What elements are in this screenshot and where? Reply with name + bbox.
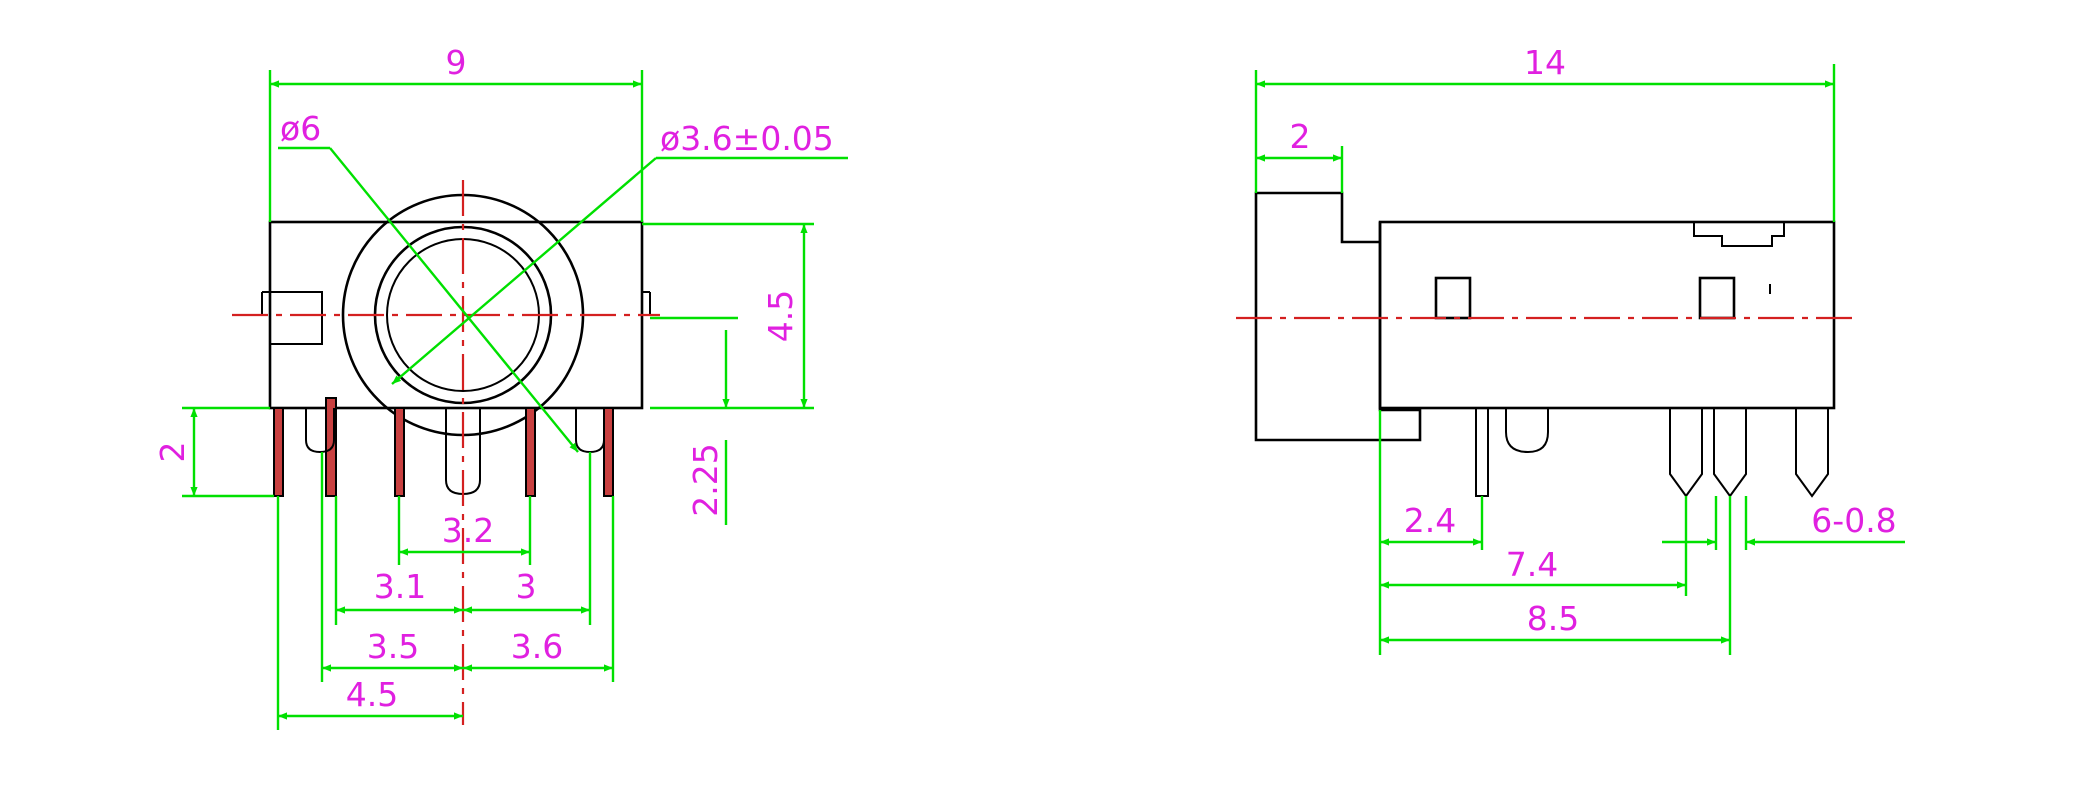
label-height-top: 4.5 <box>761 290 800 342</box>
label-width: 9 <box>446 43 467 82</box>
dim-width: 9 <box>268 43 644 222</box>
label-third-pin: 8.5 <box>1527 599 1579 638</box>
label-pin-diameter: 6-0.8 <box>1811 501 1896 540</box>
dim-center-to-pin: 2.25 <box>650 316 738 525</box>
label-right-mid-offset: 3.6 <box>511 627 563 666</box>
front-pins <box>273 397 614 497</box>
dim-pin-length: 2 <box>153 406 274 498</box>
label-left-outer-offset: 4.5 <box>346 675 398 714</box>
bottom-extension-lines <box>276 452 615 730</box>
label-center-to-pin: 2.25 <box>686 443 725 516</box>
label-left-inner-offset: 3.1 <box>374 567 426 606</box>
label-first-pin: 2.4 <box>1404 501 1456 540</box>
side-view: 14 2 2.4 6-0.8 7.4 8.5 <box>1236 43 1905 655</box>
label-pin-length: 2 <box>153 442 192 463</box>
label-inner-pin-span: 3.2 <box>442 511 494 550</box>
side-body <box>1378 220 1836 410</box>
dim-height-top: 4.5 <box>642 222 814 410</box>
label-length: 14 <box>1524 43 1566 82</box>
dim-inner-diameter: ø3.6±0.05 <box>391 119 848 385</box>
front-view: 9 ø6 ø3.6±0.05 4.5 2.25 <box>153 43 848 730</box>
dim-outer-diameter: ø6 <box>278 109 579 453</box>
side-flange <box>1254 191 1422 442</box>
side-pins <box>1475 407 1829 498</box>
dim-flange: 2 <box>1256 117 1344 193</box>
label-flange-length: 2 <box>1290 117 1311 156</box>
label-second-pin: 7.4 <box>1506 545 1558 584</box>
label-outer-diameter: ø6 <box>280 109 321 148</box>
side-window-right <box>1698 276 1736 320</box>
dim-length: 14 <box>1254 43 1836 222</box>
label-left-mid-offset: 3.5 <box>367 627 419 666</box>
side-window-left <box>1434 276 1472 320</box>
label-inner-diameter: ø3.6±0.05 <box>660 119 834 158</box>
side-top-notch <box>1693 222 1785 247</box>
label-right-inner-offset: 3 <box>516 567 537 606</box>
